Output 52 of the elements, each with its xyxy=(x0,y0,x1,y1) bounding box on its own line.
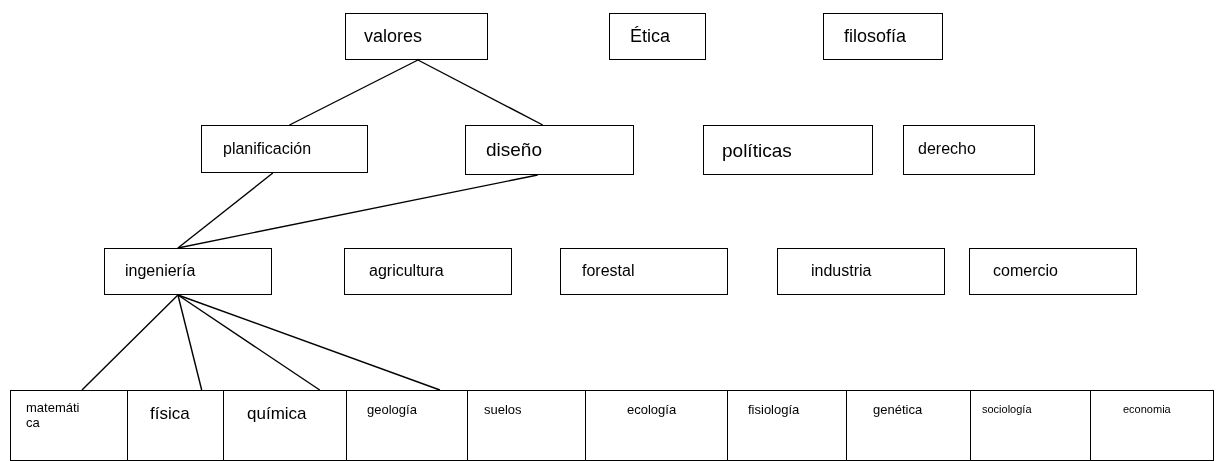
connector-line xyxy=(177,174,539,249)
concept-box xyxy=(969,248,1137,295)
connector-line xyxy=(177,172,274,249)
concept-box xyxy=(823,13,943,60)
connector-line xyxy=(177,294,441,391)
concept-label: suelos xyxy=(484,403,522,418)
concept-label: agricultura xyxy=(369,262,444,281)
concept-box xyxy=(344,248,512,295)
table-cell xyxy=(467,390,586,461)
concept-box xyxy=(777,248,945,295)
table-cell xyxy=(727,390,847,461)
table-cell xyxy=(346,390,468,461)
concept-label: comercio xyxy=(993,262,1058,281)
concept-box xyxy=(703,125,873,175)
concept-label: fisiología xyxy=(748,403,800,418)
table-cell xyxy=(970,390,1091,461)
concept-label: derecho xyxy=(918,140,976,159)
concept-label: economia xyxy=(1123,403,1171,416)
concept-label: sociología xyxy=(982,403,1032,416)
concept-label: matemática xyxy=(26,401,81,431)
concept-box xyxy=(560,248,728,295)
concept-label: genética xyxy=(873,403,923,418)
concept-label: química xyxy=(247,404,307,424)
concept-label: forestal xyxy=(582,262,635,281)
table-cell xyxy=(1090,390,1214,461)
connector-line xyxy=(177,294,203,391)
concept-label: planificación xyxy=(223,140,312,159)
table-cell xyxy=(846,390,971,461)
connector-line xyxy=(288,59,419,126)
concept-label: geología xyxy=(367,403,417,418)
table-cell xyxy=(585,390,728,461)
concept-box xyxy=(609,13,706,60)
concept-box xyxy=(104,248,272,295)
concept-label: Ética xyxy=(630,26,671,47)
concept-label: física xyxy=(150,404,190,424)
table-cell xyxy=(127,390,224,461)
concept-label: políticas xyxy=(722,140,792,162)
concept-label: filosofía xyxy=(844,26,907,47)
connector-line xyxy=(177,294,321,391)
table-cell xyxy=(223,390,347,461)
concept-label: ingeniería xyxy=(125,262,196,281)
concept-label: industria xyxy=(811,262,872,281)
concept-box xyxy=(465,125,634,175)
concept-label: valores xyxy=(364,26,423,47)
concept-box xyxy=(345,13,488,60)
concept-label: ecología xyxy=(627,403,677,418)
table-cell xyxy=(10,390,128,461)
connector-line xyxy=(81,294,179,391)
connector-line xyxy=(417,59,544,126)
concept-label: diseño xyxy=(486,139,542,161)
concept-box xyxy=(903,125,1035,175)
concept-box xyxy=(201,125,368,173)
